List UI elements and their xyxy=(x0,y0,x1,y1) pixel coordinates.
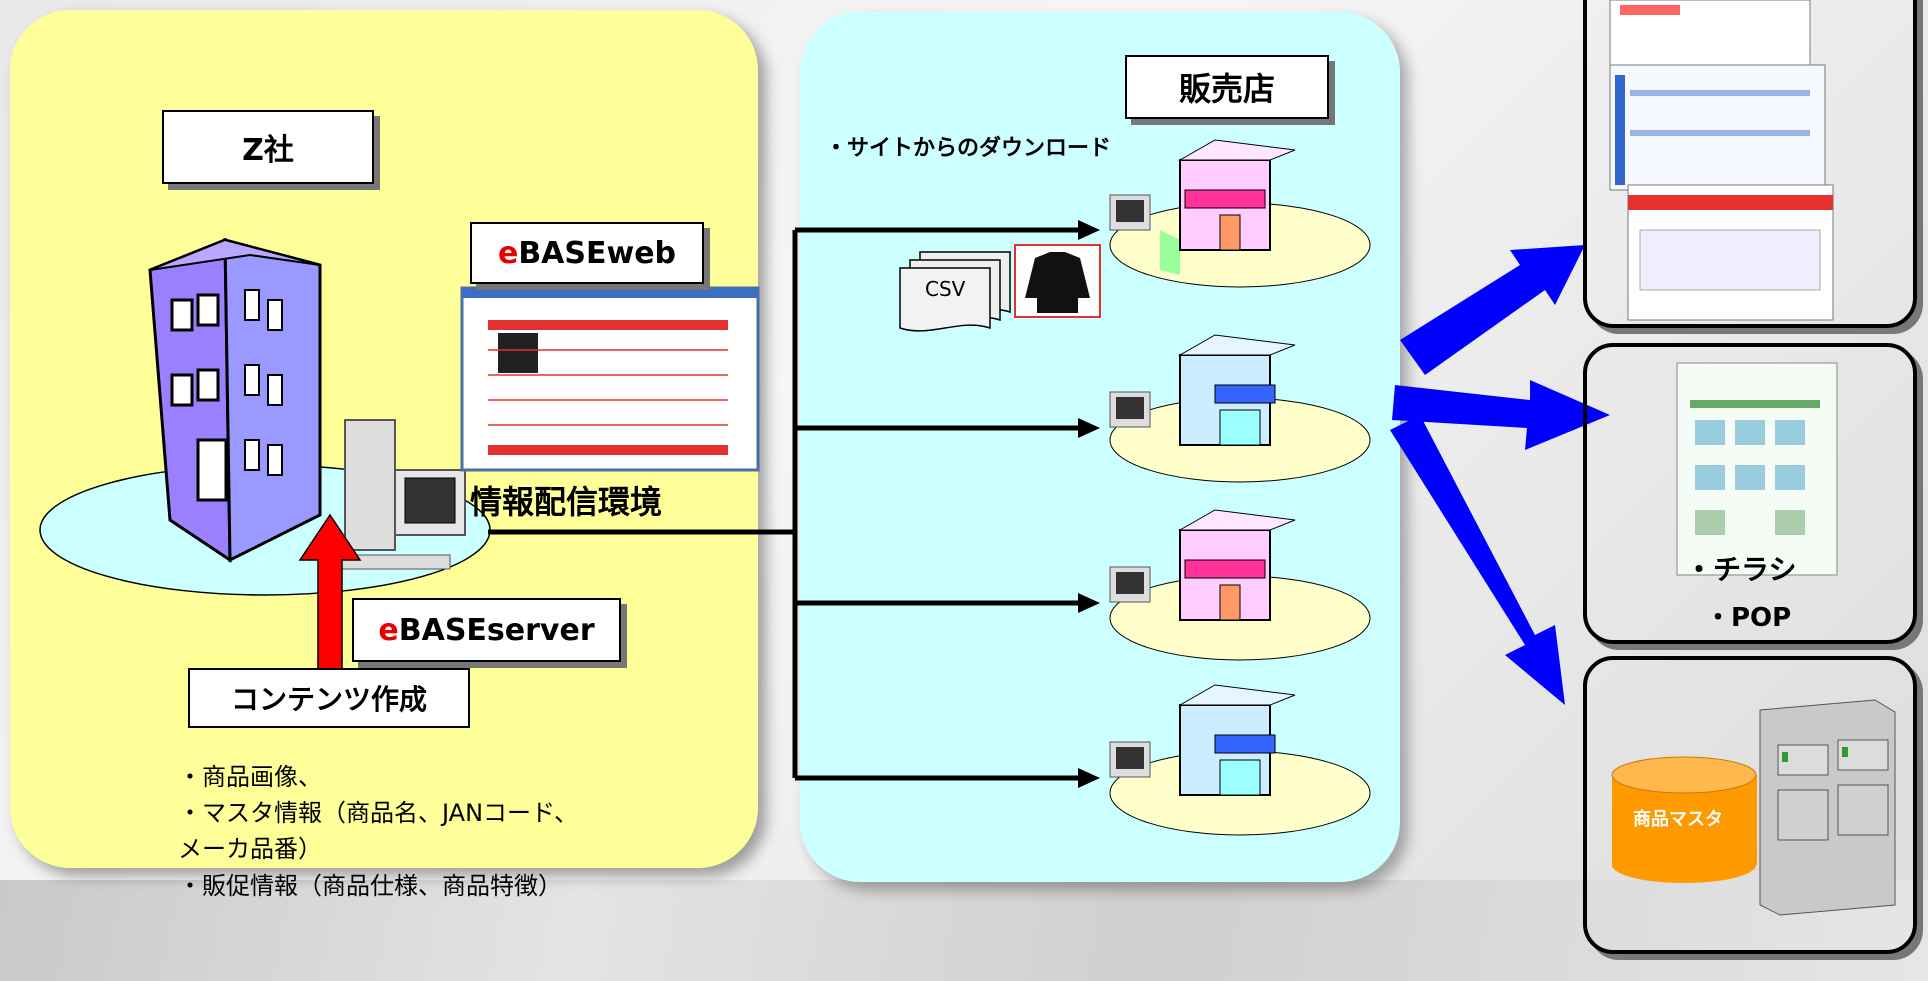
company-computer-icon xyxy=(339,419,466,570)
store-1 xyxy=(1109,139,1371,288)
company-name-label: Z社 xyxy=(162,110,374,184)
content-item-1: ・商品画像、 xyxy=(178,763,322,791)
store-2 xyxy=(1109,334,1371,483)
content-item-3: メーカ品番） xyxy=(178,835,322,863)
website-output-box xyxy=(1583,0,1917,328)
sweater-icon xyxy=(1014,244,1101,318)
server-icon xyxy=(1759,699,1896,916)
content-creation-label: コンテンツ作成 xyxy=(188,668,470,728)
output-arrows xyxy=(1390,245,1610,705)
download-note: ・サイトからのダウンロード xyxy=(825,136,1112,161)
store-title-label: 販売店 xyxy=(1125,55,1329,119)
flyer-output-box xyxy=(1583,343,1917,644)
flyer-thumbnail xyxy=(1676,362,1838,576)
database-icon xyxy=(1611,756,1757,883)
ebaseserver-prefix: e xyxy=(378,612,399,648)
website-screenshots xyxy=(1609,0,1834,321)
pop-label: ・POP xyxy=(1705,603,1792,633)
content-item-2: ・マスタ情報（商品名、JANコード、 xyxy=(178,799,579,827)
master-output-box xyxy=(1583,656,1917,954)
distribution-label: 情報配信環境 xyxy=(470,483,663,521)
store-4 xyxy=(1109,684,1371,836)
content-item-4: ・販促情報（商品仕様、商品特徴） xyxy=(178,872,562,900)
distribution-lines xyxy=(488,227,1080,781)
arrowheads xyxy=(1078,220,1100,788)
store-3 xyxy=(1109,509,1371,661)
ebaseweb-suffix: BASEweb xyxy=(518,235,677,271)
ebaseweb-prefix: e xyxy=(497,235,519,271)
ebaseserver-suffix: BASEserver xyxy=(398,612,595,648)
database-label: 商品マスタ xyxy=(1633,809,1723,830)
csv-label: CSV xyxy=(925,277,966,301)
company-building-icon xyxy=(148,237,322,563)
csv-document-icon xyxy=(899,251,1011,332)
flyer-label: ・チラシ xyxy=(1685,553,1797,586)
ebaseweb-screenshot xyxy=(460,286,760,472)
